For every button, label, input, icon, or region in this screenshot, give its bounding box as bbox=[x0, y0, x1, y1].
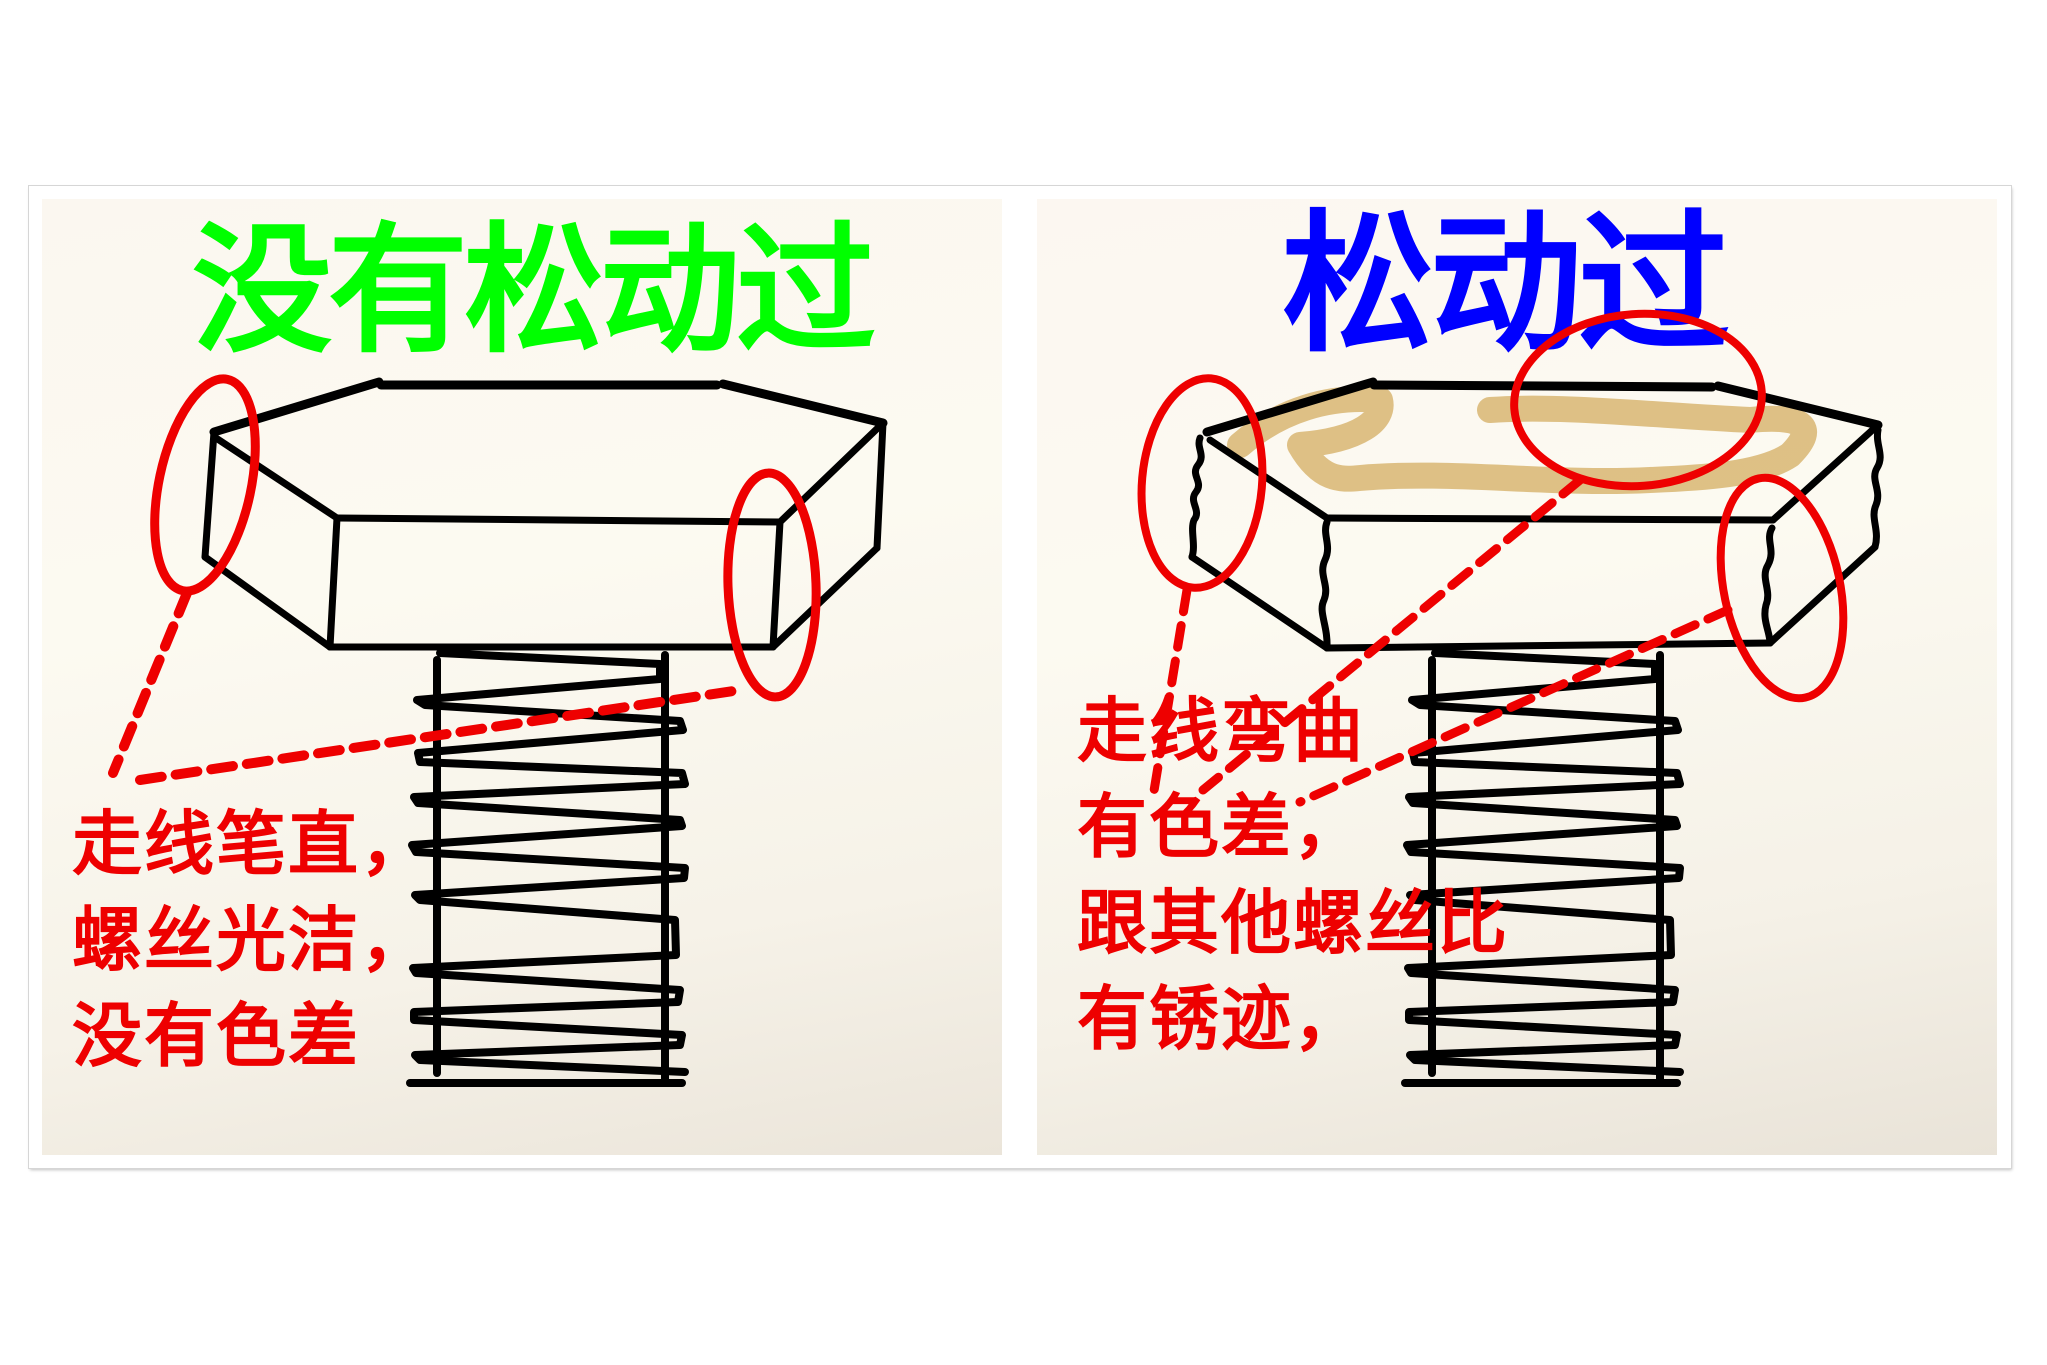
wavy-edge bbox=[1761, 524, 1776, 647]
red-highlight-circles bbox=[1137, 309, 1848, 703]
note-line: 跟其他螺丝比 bbox=[1077, 882, 1509, 964]
bolt-shaft bbox=[1401, 649, 1684, 1087]
panel-not-loosened: 没有松动过 bbox=[42, 199, 1002, 1155]
bolt-illustration-loosened bbox=[1137, 309, 1884, 1087]
bolt-illustration-intact bbox=[108, 374, 888, 1087]
panel-loosened: 松动过 bbox=[1037, 199, 1997, 1155]
bolt-head bbox=[1202, 377, 1883, 437]
wavy-edge bbox=[1188, 434, 1205, 561]
red-dashed-pointers bbox=[1148, 475, 1733, 807]
note-line: 有锈迹， bbox=[1077, 978, 1365, 1060]
rust-stain bbox=[1227, 386, 1817, 495]
bolt-head-sides bbox=[201, 419, 887, 651]
red-highlight-circles bbox=[150, 374, 821, 702]
note-line: 走线笔直， bbox=[72, 803, 432, 885]
note-line: 没有色差 bbox=[72, 995, 360, 1077]
wavy-edge bbox=[1870, 426, 1884, 551]
title-not-loosened: 没有松动过 bbox=[192, 210, 876, 373]
note-line: 有色差， bbox=[1077, 786, 1365, 868]
bolt-head bbox=[209, 377, 888, 437]
bolt-shaft bbox=[406, 649, 689, 1087]
notes-loosened: 走线弯曲 有色差， 跟其他螺丝比 有锈迹， bbox=[1077, 683, 1509, 1067]
red-dashed-pointers bbox=[108, 588, 745, 785]
note-line: 螺丝光洁， bbox=[72, 899, 432, 981]
note-line: 走线弯曲 bbox=[1077, 690, 1365, 772]
notes-not-loosened: 走线笔直， 螺丝光洁， 没有色差 bbox=[72, 796, 432, 1084]
bolt-head-sides bbox=[1188, 421, 1884, 652]
wavy-edge bbox=[1318, 518, 1332, 652]
title-loosened: 松动过 bbox=[1282, 199, 1730, 373]
